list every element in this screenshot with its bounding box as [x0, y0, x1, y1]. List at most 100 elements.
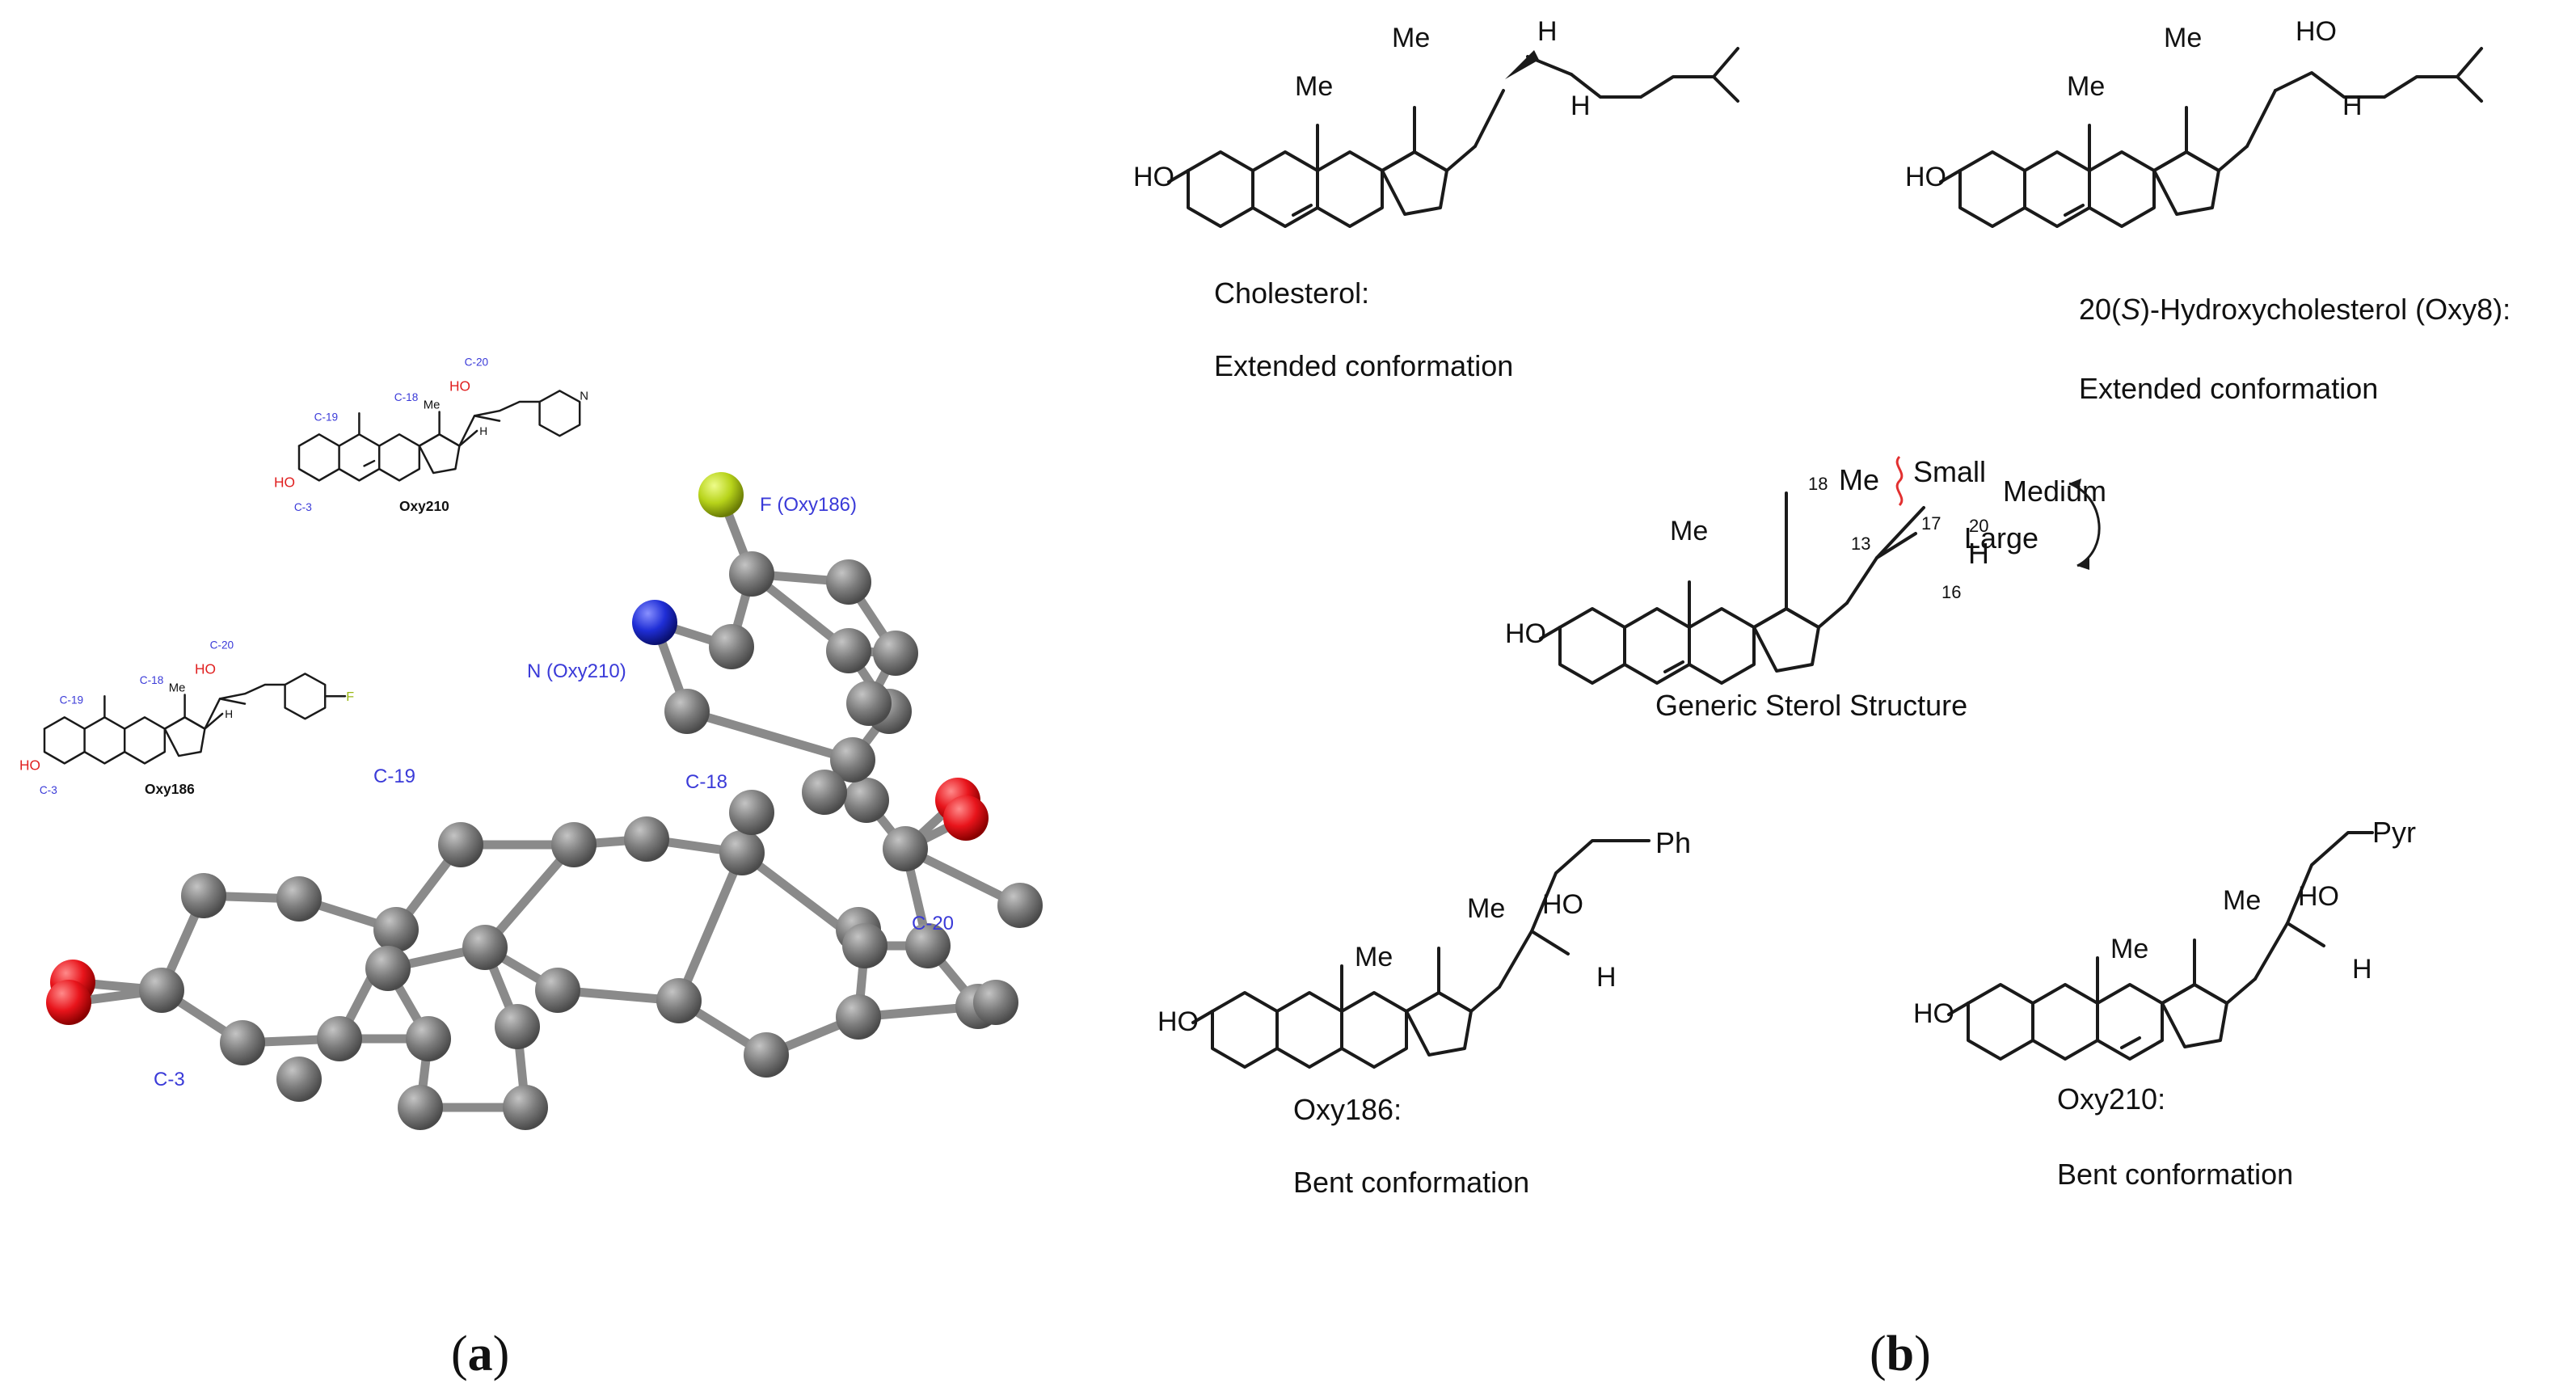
cholesterol-ho: HO — [1133, 162, 1174, 192]
oxy186-h-label: H — [225, 708, 233, 720]
panel-a-label: (a) — [451, 1327, 509, 1381]
label-f-oxy186: F (Oxy186) — [760, 494, 857, 516]
panel-a: Me HO HO N H C-20 C-18 C-19 C-3 Oxy210 M… — [19, 356, 1043, 1381]
oxy186-inset-structure: Me HO HO F H C-20 C-18 C-19 C-3 Oxy186 — [19, 639, 354, 797]
generic-n16: 16 — [1941, 582, 1961, 602]
carbon-atom — [398, 1085, 443, 1130]
carbon-atom — [664, 689, 710, 734]
oxy186-structure: Ph Me Me HO H HO — [1157, 826, 1691, 1069]
carbon-atom — [826, 559, 871, 605]
panel-b: Me Me H H HO Cholesterol: Extended confo… — [1133, 16, 2511, 1381]
carbon-atom — [802, 770, 847, 815]
oxy186-name: Oxy186 — [145, 781, 195, 797]
oxy8-me-19: Me — [2067, 71, 2105, 102]
label-c20: C-20 — [912, 913, 954, 934]
carbon-atom — [535, 968, 580, 1013]
panel-a-letter: a — [468, 1327, 493, 1381]
label-c19: C-19 — [373, 766, 415, 787]
carbon-atom — [656, 978, 702, 1023]
oxy186-c18-label: C-18 — [140, 674, 164, 686]
oxy8-structure: Me Me HO H HO — [1905, 16, 2483, 228]
carbon-atom — [495, 1004, 540, 1049]
oxygen-atom — [943, 795, 989, 841]
carbon-atom — [905, 923, 951, 968]
generic-ho: HO — [1505, 618, 1546, 649]
oxy8-ho: HO — [1905, 162, 1946, 192]
generic-n13: 13 — [1851, 534, 1870, 554]
carbon-atom — [551, 822, 597, 867]
oxy210-me-19: Me — [2110, 934, 2148, 964]
oxy210-name: Oxy210 — [399, 498, 449, 514]
oxy210-h: H — [2352, 954, 2372, 985]
cholesterol-wedge — [1505, 50, 1539, 79]
oxy186-me-18: Me — [1467, 893, 1505, 924]
oxy210-ho-20: HO — [2298, 881, 2339, 912]
carbon-atom — [844, 778, 889, 823]
generic-me-19: Me — [1670, 516, 1708, 546]
label-c3: C-3 — [154, 1069, 185, 1090]
generic-name: Generic Sterol Structure — [1655, 689, 1967, 722]
generic-n17: 17 — [1921, 513, 1941, 534]
oxy210-inset-structure: Me HO HO N H C-20 C-18 C-19 C-3 Oxy210 — [274, 356, 588, 514]
oxy186-ho-20: HO — [1542, 889, 1583, 920]
nitrogen-atom — [632, 600, 677, 645]
model-atoms — [46, 472, 1043, 1130]
oxy210-c3-label: C-3 — [294, 501, 312, 513]
carbon-atom — [830, 737, 875, 782]
panel-b-letter: b — [1887, 1327, 1914, 1381]
oxy210-ho: HO — [1913, 998, 1954, 1029]
cholesterol-conformation: Extended conformation — [1214, 349, 1513, 382]
oxy210-me-18: Me — [2223, 885, 2261, 916]
carbon-atom — [373, 907, 419, 952]
oxy186-ho: HO — [1157, 1006, 1199, 1037]
model-bond — [682, 707, 858, 765]
generic-h: H — [1968, 537, 1989, 570]
carbon-atom — [220, 1020, 265, 1065]
carbon-atom — [181, 873, 226, 918]
oxy8-name-prefix: 20( — [2079, 293, 2121, 326]
carbon-atom — [973, 980, 1018, 1025]
oxy8-name: 20(S)-Hydroxycholesterol (Oxy8): — [2079, 293, 2511, 326]
carbon-atom — [842, 923, 887, 968]
oxy186-ho-label: HO — [195, 660, 216, 677]
model-bond — [674, 848, 747, 1006]
generic-sterol-structure: 18 Me Me Small Medium Large 13 17 20 16 … — [1505, 455, 2106, 685]
panel-b-label: (b) — [1870, 1327, 1931, 1381]
generic-small: Small — [1913, 455, 1986, 488]
generic-medium: Medium — [2003, 475, 2106, 508]
carbon-atom — [365, 946, 411, 991]
carbon-atom — [139, 968, 184, 1013]
carbon-atom — [276, 1057, 322, 1102]
label-n-oxy210: N (Oxy210) — [527, 660, 626, 682]
model-bond — [480, 840, 579, 952]
oxy186-me-19: Me — [1355, 942, 1393, 972]
generic-n20: 20 — [1969, 516, 1988, 536]
cholesterol-me-18: Me — [1392, 23, 1430, 53]
oxy8-name-italic: S — [2121, 293, 2140, 326]
oxy210-n-label: N — [580, 390, 588, 403]
oxy186-conformation: Bent conformation — [1293, 1166, 1529, 1199]
carbon-atom — [406, 1016, 451, 1061]
oxy210-structure: Pyr Me Me HO H HO — [1913, 816, 2416, 1061]
oxy186-h: H — [1596, 962, 1617, 993]
cholesterol-structure: Me Me H H HO — [1133, 16, 1739, 228]
oxy210-b-name: Oxy210: — [2057, 1082, 2165, 1116]
carbon-atom — [744, 1032, 789, 1078]
carbon-atom — [997, 883, 1043, 928]
oxy186-c19-label: C-19 — [60, 694, 84, 707]
carbon-atom — [462, 925, 508, 970]
carbon-atom — [503, 1085, 548, 1130]
generic-me-18: Me — [1839, 463, 1879, 496]
fluorine-atom — [698, 472, 744, 517]
oxy186-c20-label: C-20 — [210, 639, 234, 651]
generic-n18: 18 — [1808, 474, 1828, 494]
oxy210-me-label: Me — [424, 399, 441, 412]
carbon-atom — [846, 681, 892, 726]
carbon-atom — [317, 1016, 362, 1061]
oxy210-pyr: Pyr — [2372, 816, 2416, 849]
oxy186-ho3-label: HO — [19, 757, 40, 773]
generic-large: Large — [1964, 521, 2038, 555]
oxy210-ho3-label: HO — [274, 474, 295, 490]
carbon-atom — [836, 994, 881, 1040]
